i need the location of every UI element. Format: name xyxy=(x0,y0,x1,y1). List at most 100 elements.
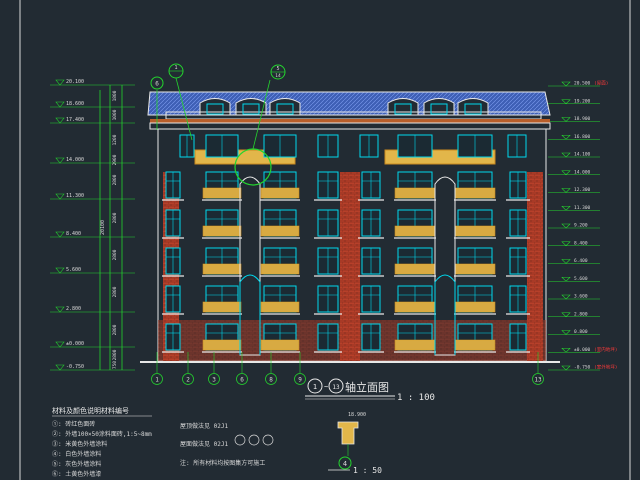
balcony-rail xyxy=(260,225,300,237)
balcony-rail xyxy=(454,225,496,237)
axis-bubble-label: 13 xyxy=(534,377,542,384)
right-elevation-marks: 20.50019.20018.90016.80014.10014.00012.3… xyxy=(548,81,617,371)
right-level-tag: (室内地坪) xyxy=(594,346,617,353)
right-elev-label: 16.800 xyxy=(574,134,591,140)
note-3: ③: 米黄色外墙涂料 xyxy=(52,440,107,448)
left-dim-label: 750 xyxy=(112,361,118,369)
window-grid xyxy=(162,134,530,353)
drawing-title: 1 ~ 13 轴立面图 1 : 100 xyxy=(305,378,435,403)
right-elev-label: 5.600 xyxy=(574,276,588,282)
balcony-rail xyxy=(394,187,436,199)
right-elev-label: 2.800 xyxy=(574,311,588,317)
left-elev-label: 18.600 xyxy=(66,101,84,107)
ref-note-2: 屋面做法见 02J1 xyxy=(180,440,228,448)
ref-note-1: 屋顶做法见 02J1 xyxy=(180,422,228,430)
axis-bubble-label: 6 xyxy=(240,377,244,384)
right-level-tag: (室外地坪) xyxy=(594,364,617,371)
balcony-rail xyxy=(454,339,496,351)
right-elev-label: 11.300 xyxy=(574,205,591,211)
left-dim-label: 1200 xyxy=(112,134,118,145)
detail-number: 4 xyxy=(343,460,347,468)
detail-bubble-sheet: 14 xyxy=(275,73,281,79)
balcony-rail xyxy=(202,187,242,199)
left-elev-label: 11.300 xyxy=(66,193,84,199)
right-elev-label: 14.000 xyxy=(574,169,591,175)
right-elev-label: 8.400 xyxy=(574,240,588,246)
left-elev-label: 8.400 xyxy=(66,231,81,237)
left-dim-label: 2900 xyxy=(112,154,118,165)
title-axis-end: 13 xyxy=(332,384,340,391)
drawing-scale: 1 : 100 xyxy=(397,393,435,403)
axis-bubble xyxy=(265,373,277,385)
note-6: ⑥: 土黄色外墙漆 xyxy=(52,470,101,478)
balcony-rail xyxy=(202,225,242,237)
axis-bubble xyxy=(294,373,306,385)
axis-bubble-label: 3 xyxy=(212,377,216,384)
left-dim-label: 1800 xyxy=(112,90,118,101)
balcony-rail xyxy=(260,339,300,351)
left-elev-label: 20.100 xyxy=(66,79,84,85)
right-elev-label: 6.400 xyxy=(574,258,588,264)
left-dimension-chain xyxy=(99,85,123,370)
dormer-windows xyxy=(206,103,482,115)
left-elev-label: 2.800 xyxy=(66,306,81,312)
balcony-rail xyxy=(202,339,242,351)
left-dim-label: 2800 xyxy=(112,286,118,297)
axis-bubble-label: 8 xyxy=(269,377,273,384)
top-axis-bubbles: 6 1 xyxy=(150,63,193,141)
roof xyxy=(147,91,551,130)
left-elev-label: ±0.000 xyxy=(66,341,84,347)
detail-leader xyxy=(252,79,271,150)
right-elev-label: 12.300 xyxy=(574,187,591,193)
title-main: 轴立面图 xyxy=(345,380,389,394)
axis-bubble xyxy=(151,373,163,385)
left-total-dim: 20100 xyxy=(100,220,106,235)
axis-bubble-label: 1 xyxy=(155,377,159,384)
left-dim-label: 2800 xyxy=(112,212,118,223)
ref-note-3: 注: 所有材料均按图集方可施工 xyxy=(180,459,265,467)
axis-bubble-label: 9 xyxy=(298,377,302,384)
detail-elev: 18.900 xyxy=(348,412,366,418)
detail-bubble-num: 5 xyxy=(276,66,279,72)
right-elev-label: 3.600 xyxy=(574,294,588,300)
right-elev-label: 14.100 xyxy=(574,152,591,158)
balcony-rail xyxy=(394,301,436,313)
right-elev-label: ±0.000 xyxy=(574,347,591,353)
balcony-rail xyxy=(260,301,300,313)
axis-bubble xyxy=(208,373,220,385)
note-4: ④: 白色外墙涂料 xyxy=(52,450,101,458)
left-elev-label: 17.400 xyxy=(66,117,84,123)
right-elev-label: -0.750 xyxy=(574,365,591,371)
detail-bubble: 5 14 xyxy=(270,64,286,80)
left-dim-label: 2800 xyxy=(112,174,118,185)
balcony-rail xyxy=(394,339,436,351)
left-dim-label: 1000 xyxy=(112,109,118,120)
left-elevation-marks: 20.10018.60017.40014.00011.3008.4005.600… xyxy=(50,79,135,371)
note-5: ⑤: 灰色外墙涂料 xyxy=(52,460,101,468)
left-elev-label: -0.750 xyxy=(66,364,84,370)
axis-bubble xyxy=(236,373,248,385)
detail-4: 18.900 4 1 : 50 xyxy=(328,412,382,475)
right-level-tag: (屋面) xyxy=(594,81,608,87)
material-notes: 材料及颜色说明材料编号 ①: 砖红色面砖 ②: 外墙100×50涂料面砖,1:5… xyxy=(52,406,152,478)
left-elev-label: 14.000 xyxy=(66,157,84,163)
notes-title: 材料及颜色说明材料编号 xyxy=(52,406,129,415)
note-2: ②: 外墙100×50涂料面砖,1:5~8mm xyxy=(52,430,152,438)
balcony-rail xyxy=(454,187,496,199)
left-dim-label: 2800 xyxy=(112,349,118,360)
axis-bubble-label: 2 xyxy=(186,377,190,384)
balcony-rail xyxy=(202,301,242,313)
balcony-rail xyxy=(394,225,436,237)
balcony-rail xyxy=(260,187,300,199)
axis-bubble xyxy=(532,373,544,385)
title-tilde: ~ xyxy=(324,383,328,391)
right-elev-label: 20.500 xyxy=(574,81,591,87)
axis-bubble xyxy=(182,373,194,385)
top-bubble-1: 6 xyxy=(155,81,159,88)
detail-scale: 1 : 50 xyxy=(353,466,382,475)
top-bubble-2: 1 xyxy=(174,65,177,71)
right-elev-label: 0.800 xyxy=(574,329,588,335)
top-balconies xyxy=(194,149,496,165)
title-axis-start: 1 xyxy=(313,383,317,391)
